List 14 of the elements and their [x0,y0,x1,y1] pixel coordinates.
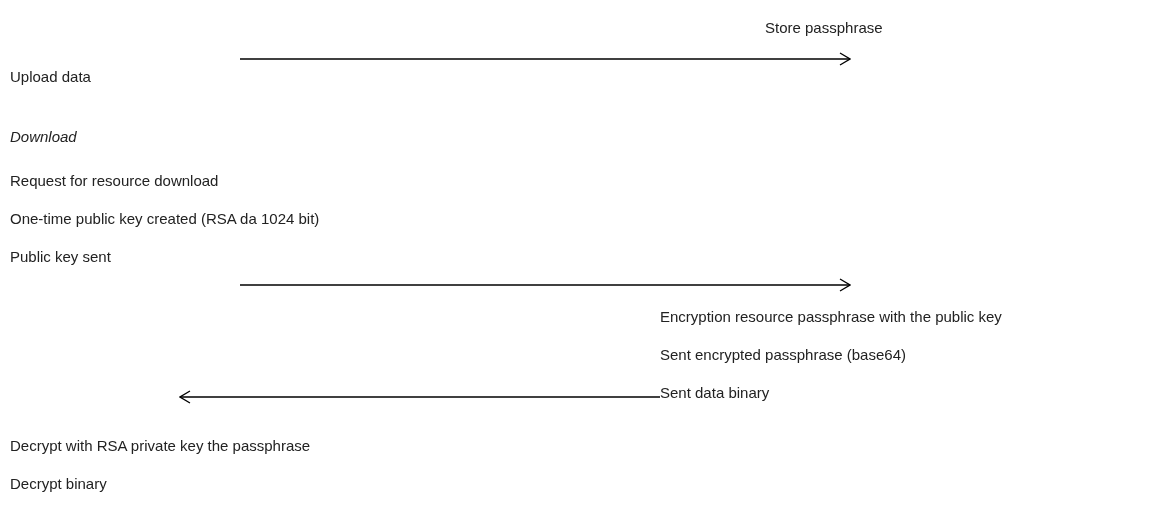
arrow [239,278,851,292]
step-text: Sent encrypted passphrase (base64) [660,346,906,364]
arrow [179,390,661,404]
step-text: One-time public key created (RSA da 1024 bit) [10,210,320,228]
step-text: Store passphrase [765,19,883,63]
step-text: Encryption resource passphrase with the public key [660,282,1002,326]
section-heading: Download [10,128,77,146]
step-text: Sent data binary [660,384,770,402]
step-text: Request for resource download [10,172,219,190]
step-text: Upload data [10,68,91,86]
arrow [239,52,851,66]
step-text: Decrypt with RSA private key the passphrase [10,394,311,455]
step-text: Decrypt binary [10,475,107,493]
step-text: Public key sent [10,248,111,266]
